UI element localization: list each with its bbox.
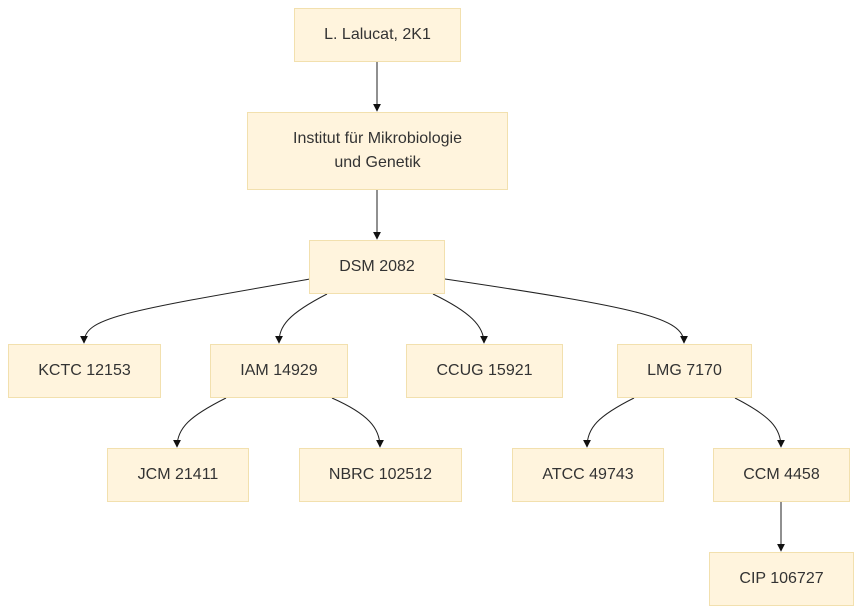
node-ccm: CCM 4458 <box>713 448 850 502</box>
edge-dsm-lmg <box>444 278 688 344</box>
edge-dsm-kctc <box>80 278 311 344</box>
edge-lmg-atcc <box>583 397 635 448</box>
node-lmg: LMG 7170 <box>617 344 752 398</box>
node-label: CIP 106727 <box>739 570 824 587</box>
node-cip: CIP 106727 <box>709 552 854 606</box>
edge-dsm-iam <box>275 293 328 344</box>
node-dsm: DSM 2082 <box>309 240 445 294</box>
edge-iam-jcm <box>173 397 227 448</box>
node-label: L. Lalucat, 2K1 <box>324 26 431 43</box>
node-label: NBRC 102512 <box>328 466 433 483</box>
node-label: CCM 4458 <box>743 466 820 483</box>
node-institut: Institut für Mikrobiologie und Genetik <box>247 112 508 190</box>
node-label: KCTC 12153 <box>38 362 131 379</box>
node-label: LMG 7170 <box>647 362 722 379</box>
edge-lmg-ccm <box>734 397 785 448</box>
node-jcm: JCM 21411 <box>107 448 249 502</box>
node-lalucat: L. Lalucat, 2K1 <box>294 8 461 62</box>
edge-dsm-ccug <box>432 293 488 344</box>
node-label: CCUG 15921 <box>436 362 533 379</box>
node-kctc: KCTC 12153 <box>8 344 161 398</box>
node-label: JCM 21411 <box>137 466 219 483</box>
node-ccug: CCUG 15921 <box>406 344 563 398</box>
node-nbrc: NBRC 102512 <box>299 448 462 502</box>
node-label-line2: und Genetik <box>334 154 421 171</box>
node-label: IAM 14929 <box>240 362 318 379</box>
node-iam: IAM 14929 <box>210 344 348 398</box>
node-atcc: ATCC 49743 <box>512 448 664 502</box>
edge-iam-nbrc <box>331 397 384 448</box>
node-label: ATCC 49743 <box>542 466 634 483</box>
node-label-line1: Institut für Mikrobiologie <box>293 130 462 147</box>
node-label: DSM 2082 <box>339 258 415 275</box>
